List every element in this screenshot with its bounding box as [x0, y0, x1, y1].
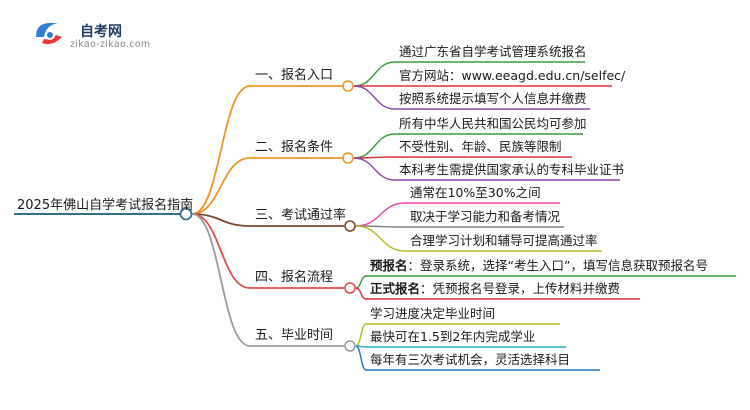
branch-node-circle: [344, 220, 356, 232]
branch-label-process: 四、报名流程: [255, 270, 334, 285]
leaf-label: 所有中华人民共和国公民均可参加: [399, 116, 587, 131]
branch-node-circle: [344, 282, 356, 294]
leaf-label-bold: 预报名: [370, 258, 408, 273]
leaf-label: 学习进度决定毕业时间: [370, 306, 496, 321]
leaf-connector: [353, 133, 396, 159]
leaf-connector: [355, 323, 367, 347]
branch-connector: [191, 85, 251, 215]
branch-label-pass-rate: 三、考试通过率: [255, 208, 347, 223]
logo-title: 自考网: [80, 24, 122, 40]
leaf-connector: [353, 61, 396, 87]
leaf-label: 取决于学习能力和备考情况: [410, 209, 561, 224]
logo-subtitle: zikao-zikao.com: [70, 39, 151, 50]
leaf-label: 每年有三次考试机会，灵活选择科目: [370, 352, 571, 367]
leaf-connector: [353, 85, 396, 110]
leaf-connector: [353, 157, 396, 181]
branch-connector: [191, 157, 251, 215]
leaf-label: 正式报名：凭预报名号登录，上传材料并缴费: [370, 281, 620, 297]
root-node-label: 2025年佛山自学考试报名指南: [17, 198, 194, 213]
leaf-label: 本科考生需提供国家承认的专科毕业证书: [399, 162, 625, 177]
branch-connector: [191, 213, 251, 289]
branch-label-graduation: 五、毕业时间: [255, 328, 334, 343]
leaf-label: 不受性别、年龄、民族等限制: [399, 139, 562, 154]
leaf-label: 通常在10%至30%之间: [410, 185, 541, 200]
branch-node-circle: [342, 80, 354, 92]
branch-node-circle: [342, 152, 354, 164]
branch-node-circle: [344, 340, 356, 352]
leaf-label: 官方网站：www.eeagd.edu.cn/selfec/: [399, 68, 626, 83]
leaf-label: 按照系统提示填写个人信息并缴费: [399, 91, 587, 106]
leaf-connector: [355, 202, 406, 227]
leaf-label: 合理学习计划和辅导可提高通过率: [410, 233, 598, 248]
branch-label-entry: 一、报名入口: [255, 68, 334, 83]
leaf-label-rest: ：凭预报名号登录，上传材料并缴费: [420, 281, 621, 296]
leaf-label: 最快可在1.5到2年内完成学业: [370, 329, 536, 344]
leaf-connector: [355, 225, 406, 252]
leaf-connector: [355, 275, 367, 289]
root-node-circle: [179, 207, 193, 221]
branch-connector: [191, 213, 251, 347]
branch-label-conditions: 二、报名条件: [255, 140, 334, 155]
leaf-label: 通过广东省自学考试管理系统报名: [399, 44, 587, 59]
leaf-connector: [355, 345, 367, 371]
logo-icon: [30, 19, 68, 53]
branch-connector: [191, 213, 251, 227]
leaf-label-bold: 正式报名: [370, 281, 421, 296]
leaf-label: 预报名：登录系统，选择“考生入口”，填写信息获取预报名号: [370, 258, 708, 274]
leaf-label-rest: ：登录系统，选择“考生入口”，填写信息获取预报名号: [407, 258, 708, 273]
leaf-connector: [355, 287, 367, 300]
